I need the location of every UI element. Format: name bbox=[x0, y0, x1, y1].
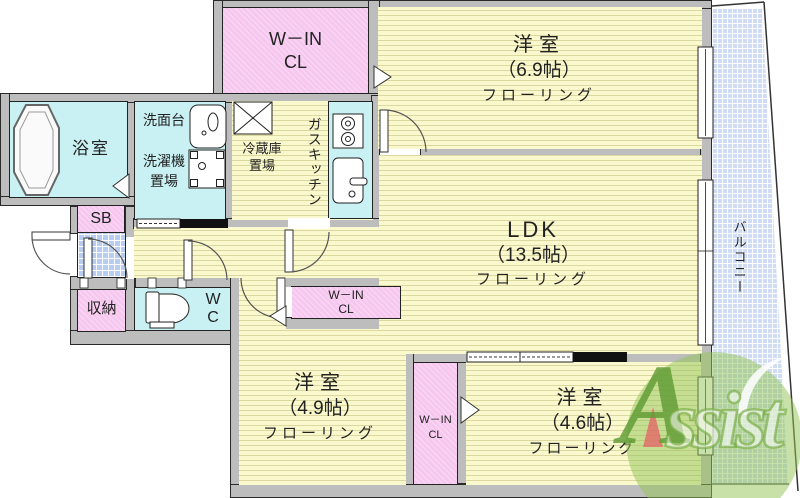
wic-bottom-label: W－IN CL bbox=[413, 413, 458, 443]
bedroom-69-floor bbox=[378, 7, 702, 149]
walk-in-closet-top bbox=[222, 7, 369, 94]
entrance-tile bbox=[77, 232, 126, 278]
wall-block-bottom bbox=[70, 330, 236, 345]
shoe-box bbox=[77, 205, 125, 233]
wic-bottom-line1: W－IN bbox=[419, 414, 452, 426]
balcony-top-line bbox=[711, 1, 765, 7]
washstand-label: 洗面台 bbox=[137, 112, 191, 129]
bedroom-69-name: 洋室 bbox=[513, 34, 565, 56]
vestibule-floor bbox=[239, 277, 286, 332]
bathroom-text: 浴室 bbox=[72, 139, 110, 158]
bedroom-49-label: 洋室 （4.9帖） フローリング bbox=[230, 371, 410, 443]
washer-place-line2: 置場 bbox=[150, 172, 178, 189]
wc-label: W C bbox=[198, 291, 228, 326]
wic-bottom-line2: CL bbox=[428, 428, 443, 441]
balcony-text: バルコニー bbox=[731, 219, 747, 295]
wall-bottom bbox=[230, 484, 712, 498]
fridge-place-line1: 冷蔵庫 bbox=[242, 141, 282, 156]
washer-place-line1: 洗濯機 bbox=[143, 153, 185, 169]
fridge-place-line2: 置場 bbox=[248, 157, 275, 173]
ldk-flooring: フローリング bbox=[475, 271, 590, 289]
shoe-box-label: SB bbox=[77, 209, 125, 228]
bedroom-49-floor bbox=[239, 329, 406, 485]
balcony-floor bbox=[712, 8, 788, 484]
wic-top-line2: CL bbox=[283, 52, 307, 73]
bedroom-69-label: 洋室 （6.9帖） フローリング bbox=[439, 33, 639, 105]
wc-line2: C bbox=[207, 308, 219, 326]
ldk-size: （13.5帖） bbox=[486, 245, 580, 267]
wic-mid-line2: CL bbox=[338, 302, 354, 317]
entrance-door bbox=[31, 231, 71, 275]
washer-place-label: 洗濯機 置場 bbox=[137, 152, 191, 191]
bedroom-69-flooring: フローリング bbox=[481, 86, 596, 104]
balcony-label: バルコニー bbox=[731, 212, 747, 302]
gas-kitchen-label: ガスキッチン bbox=[306, 112, 323, 212]
washstand-text: 洗面台 bbox=[143, 112, 185, 128]
shoe-box-text: SB bbox=[90, 210, 112, 227]
wic-mid-label: W－IN CL bbox=[292, 288, 400, 317]
bedroom-49-name: 洋室 bbox=[294, 372, 346, 394]
gas-kitchen-text: ガスキッチン bbox=[306, 117, 323, 207]
bedroom-46-flooring: フローリング bbox=[528, 439, 637, 457]
ldk-name: LDK bbox=[507, 217, 559, 242]
ldk-label: LDK （13.5帖） フローリング bbox=[433, 217, 633, 289]
wic-top-line1: W－IN bbox=[269, 29, 322, 49]
storage-floor bbox=[77, 289, 126, 332]
bedroom-46-name: 洋室 bbox=[556, 387, 609, 409]
bedroom-49-flooring: フローリング bbox=[262, 424, 377, 442]
ldk-floor bbox=[379, 155, 702, 354]
bedroom-49-size: （4.9帖） bbox=[278, 398, 362, 419]
wc-line1: W bbox=[205, 291, 221, 308]
bedroom-46-size: （4.6帖） bbox=[540, 413, 625, 434]
wic-top-label: W－IN CL bbox=[223, 28, 368, 75]
bathroom-label: 浴室 bbox=[60, 139, 122, 159]
fridge-place-label: 冷蔵庫 置場 bbox=[235, 141, 289, 175]
bedroom-69-size: （6.9帖） bbox=[497, 60, 581, 81]
storage-label: 収納 bbox=[77, 300, 126, 318]
storage-text: 収納 bbox=[86, 300, 117, 317]
walk-in-closet-mid bbox=[291, 286, 401, 319]
wall-storage-top bbox=[70, 276, 127, 290]
walk-in-closet-bottom bbox=[413, 362, 458, 485]
bedroom-46-label: 洋室 （4.6帖） フローリング bbox=[490, 386, 675, 458]
kitchen-counter bbox=[328, 101, 373, 219]
wic-mid-line1: W－IN bbox=[328, 288, 364, 302]
hallway-floor bbox=[134, 227, 406, 278]
